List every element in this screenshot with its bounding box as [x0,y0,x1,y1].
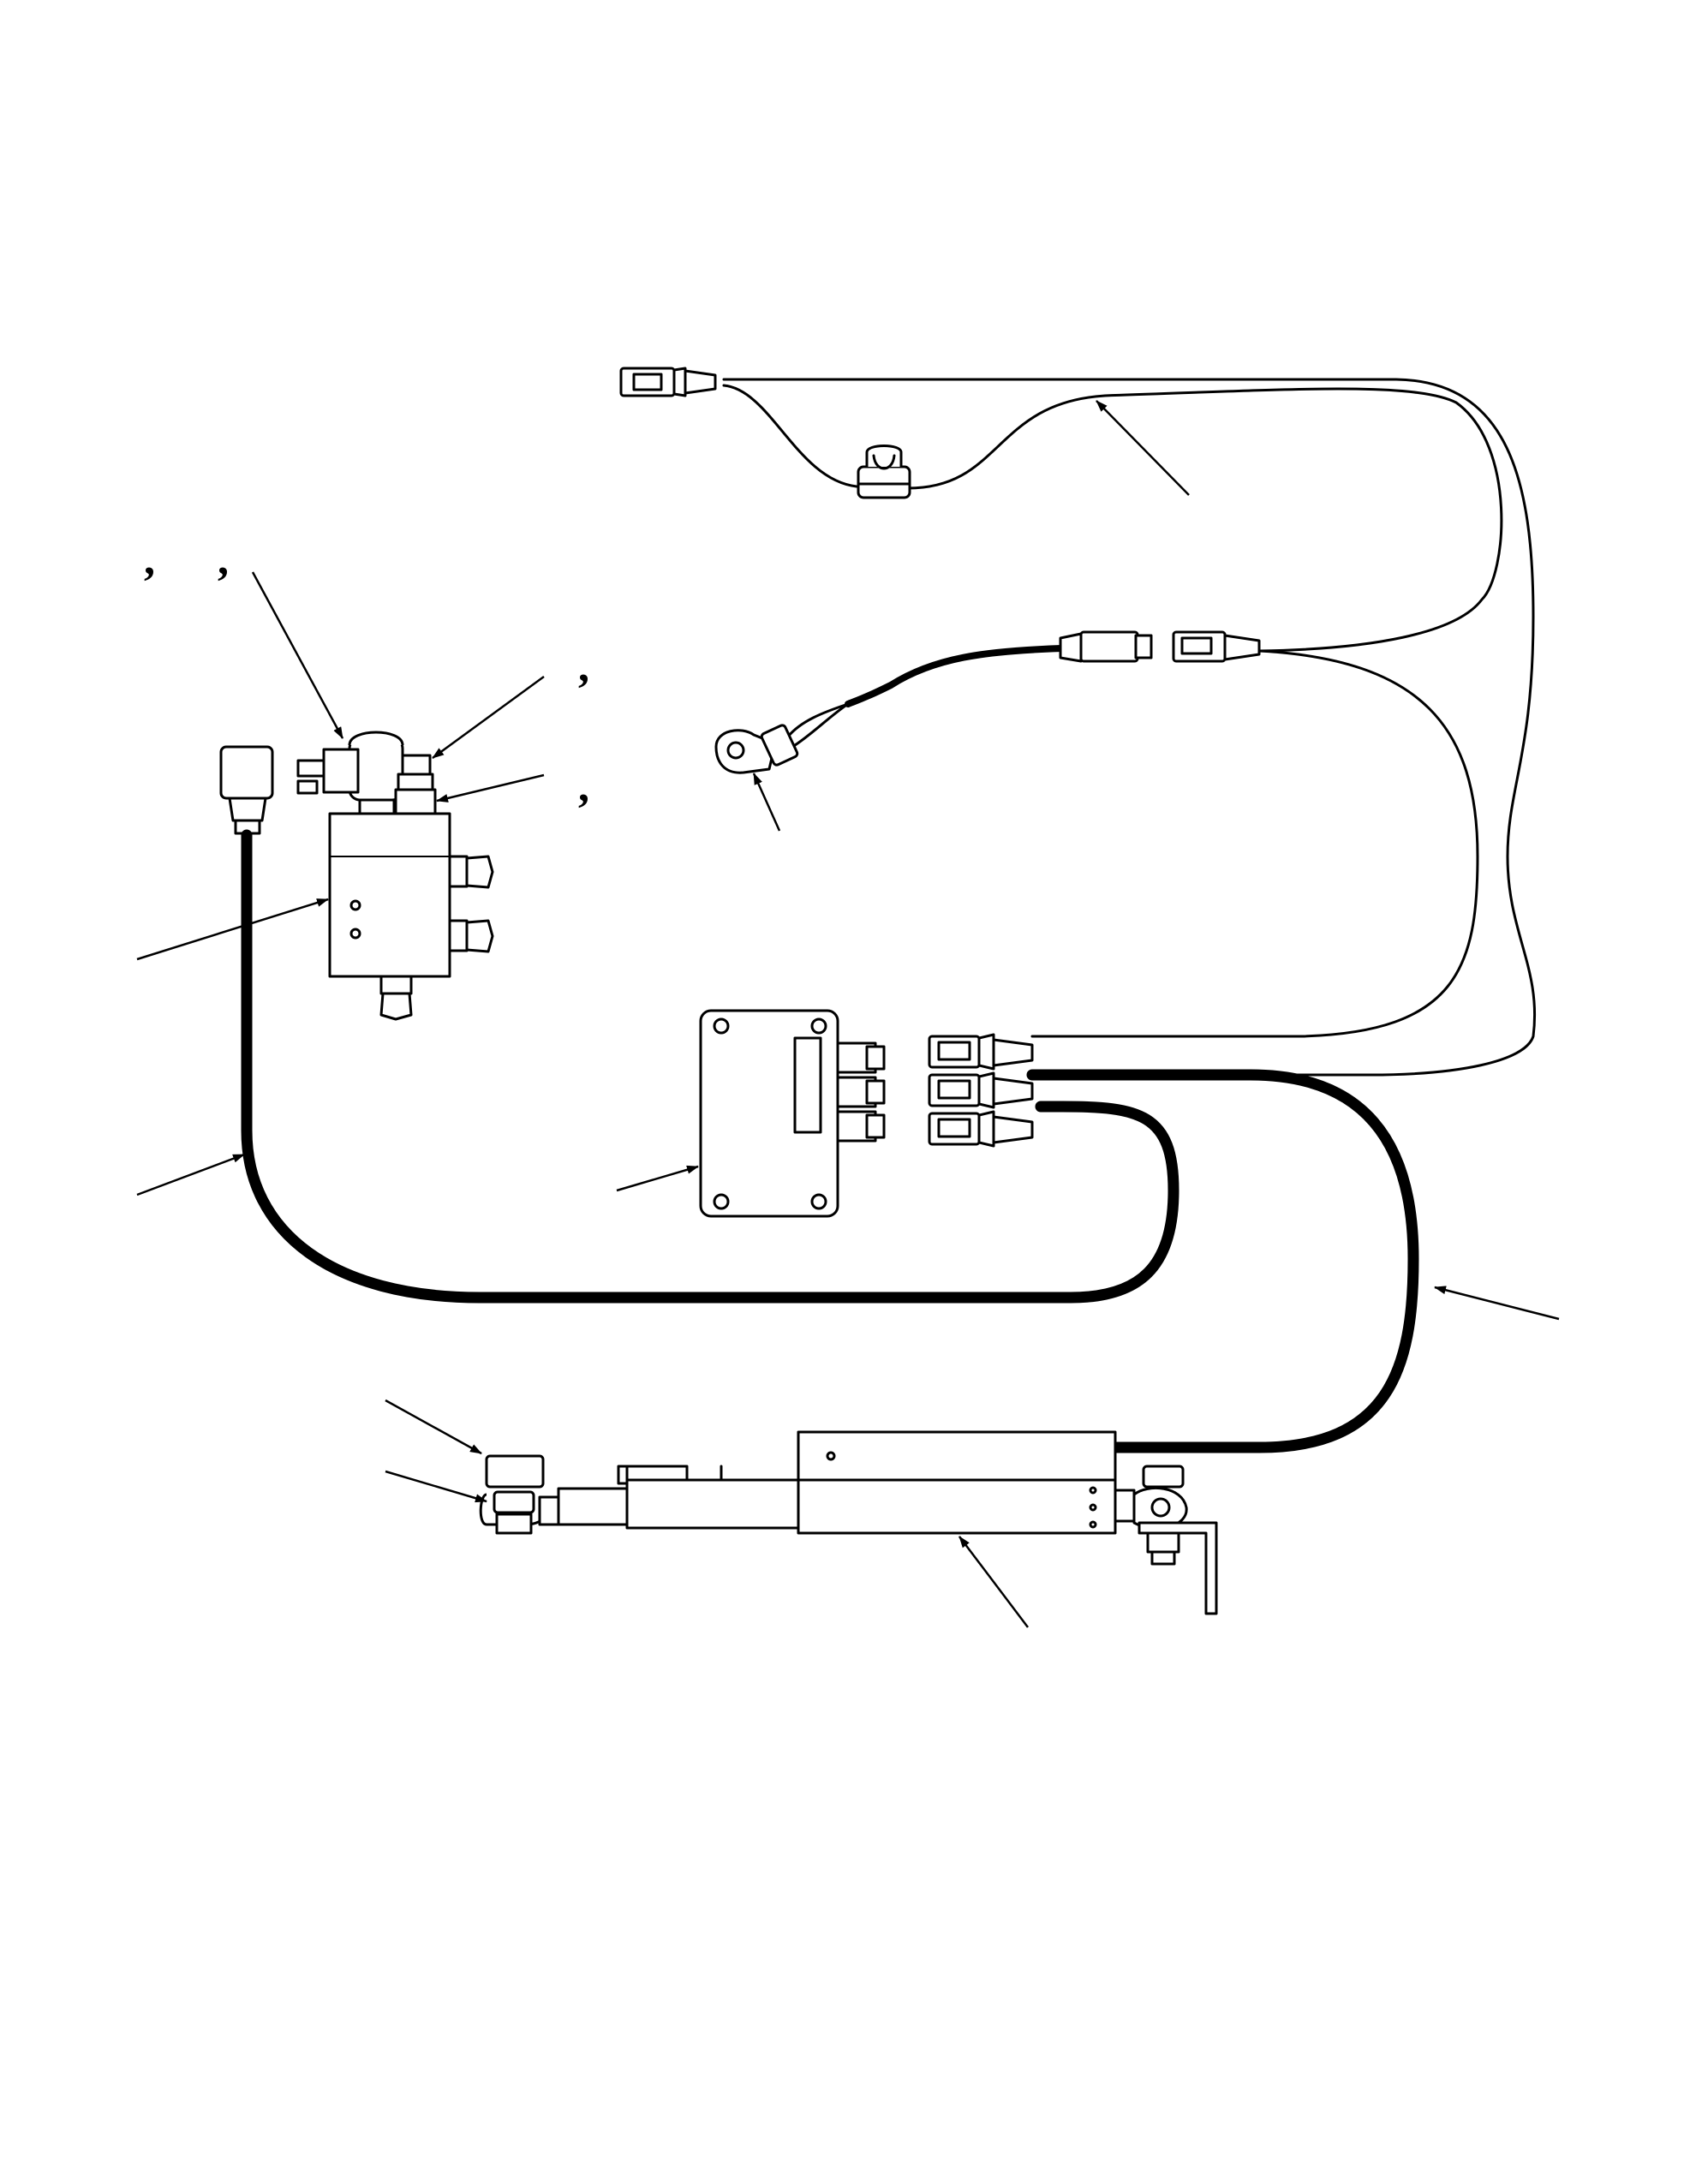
valve-cable [219,745,1179,1304]
callout-mark-top-left-1: , [144,535,155,584]
valve-body-leader-arrow [136,898,329,961]
solenoid-nut-lower-leader-arrow [436,773,545,803]
inline-fuse-holder [857,445,911,499]
solenoid-coil-leader-arrow [251,571,344,739]
valve-cable-leader-arrow [136,1153,245,1196]
ring-terminal [714,724,799,774]
actuator-rod-end-leader-arrow [385,1470,487,1503]
callout-mark-right-upper: , [578,642,589,691]
ring-terminal-leader-arrow [752,773,781,832]
top-connector [619,367,717,397]
linear-actuator [479,1430,1218,1615]
solenoid-nut-upper-leader-arrow [432,675,545,760]
inline-connector-pair [1059,630,1261,663]
triple-connector-bundle [928,1033,1034,1148]
harness-leader-arrow [1096,400,1190,496]
solenoid-valve-assembly [296,731,494,1021]
callout-mark-right-lower: , [578,762,589,811]
control-module [699,1009,886,1218]
actuator-cable [1026,1069,1419,1453]
actuator-nut-leader-arrow [385,1399,482,1455]
fused-lead-harness [619,367,1537,1077]
control-module-leader-arrow [616,1165,699,1192]
actuator-body-leader-arrow [958,1536,1029,1628]
callout-mark-top-left-2: , [218,535,229,584]
actuator-cable-leader-arrow [1434,1286,1560,1321]
ring-terminal-lead [714,630,1261,832]
